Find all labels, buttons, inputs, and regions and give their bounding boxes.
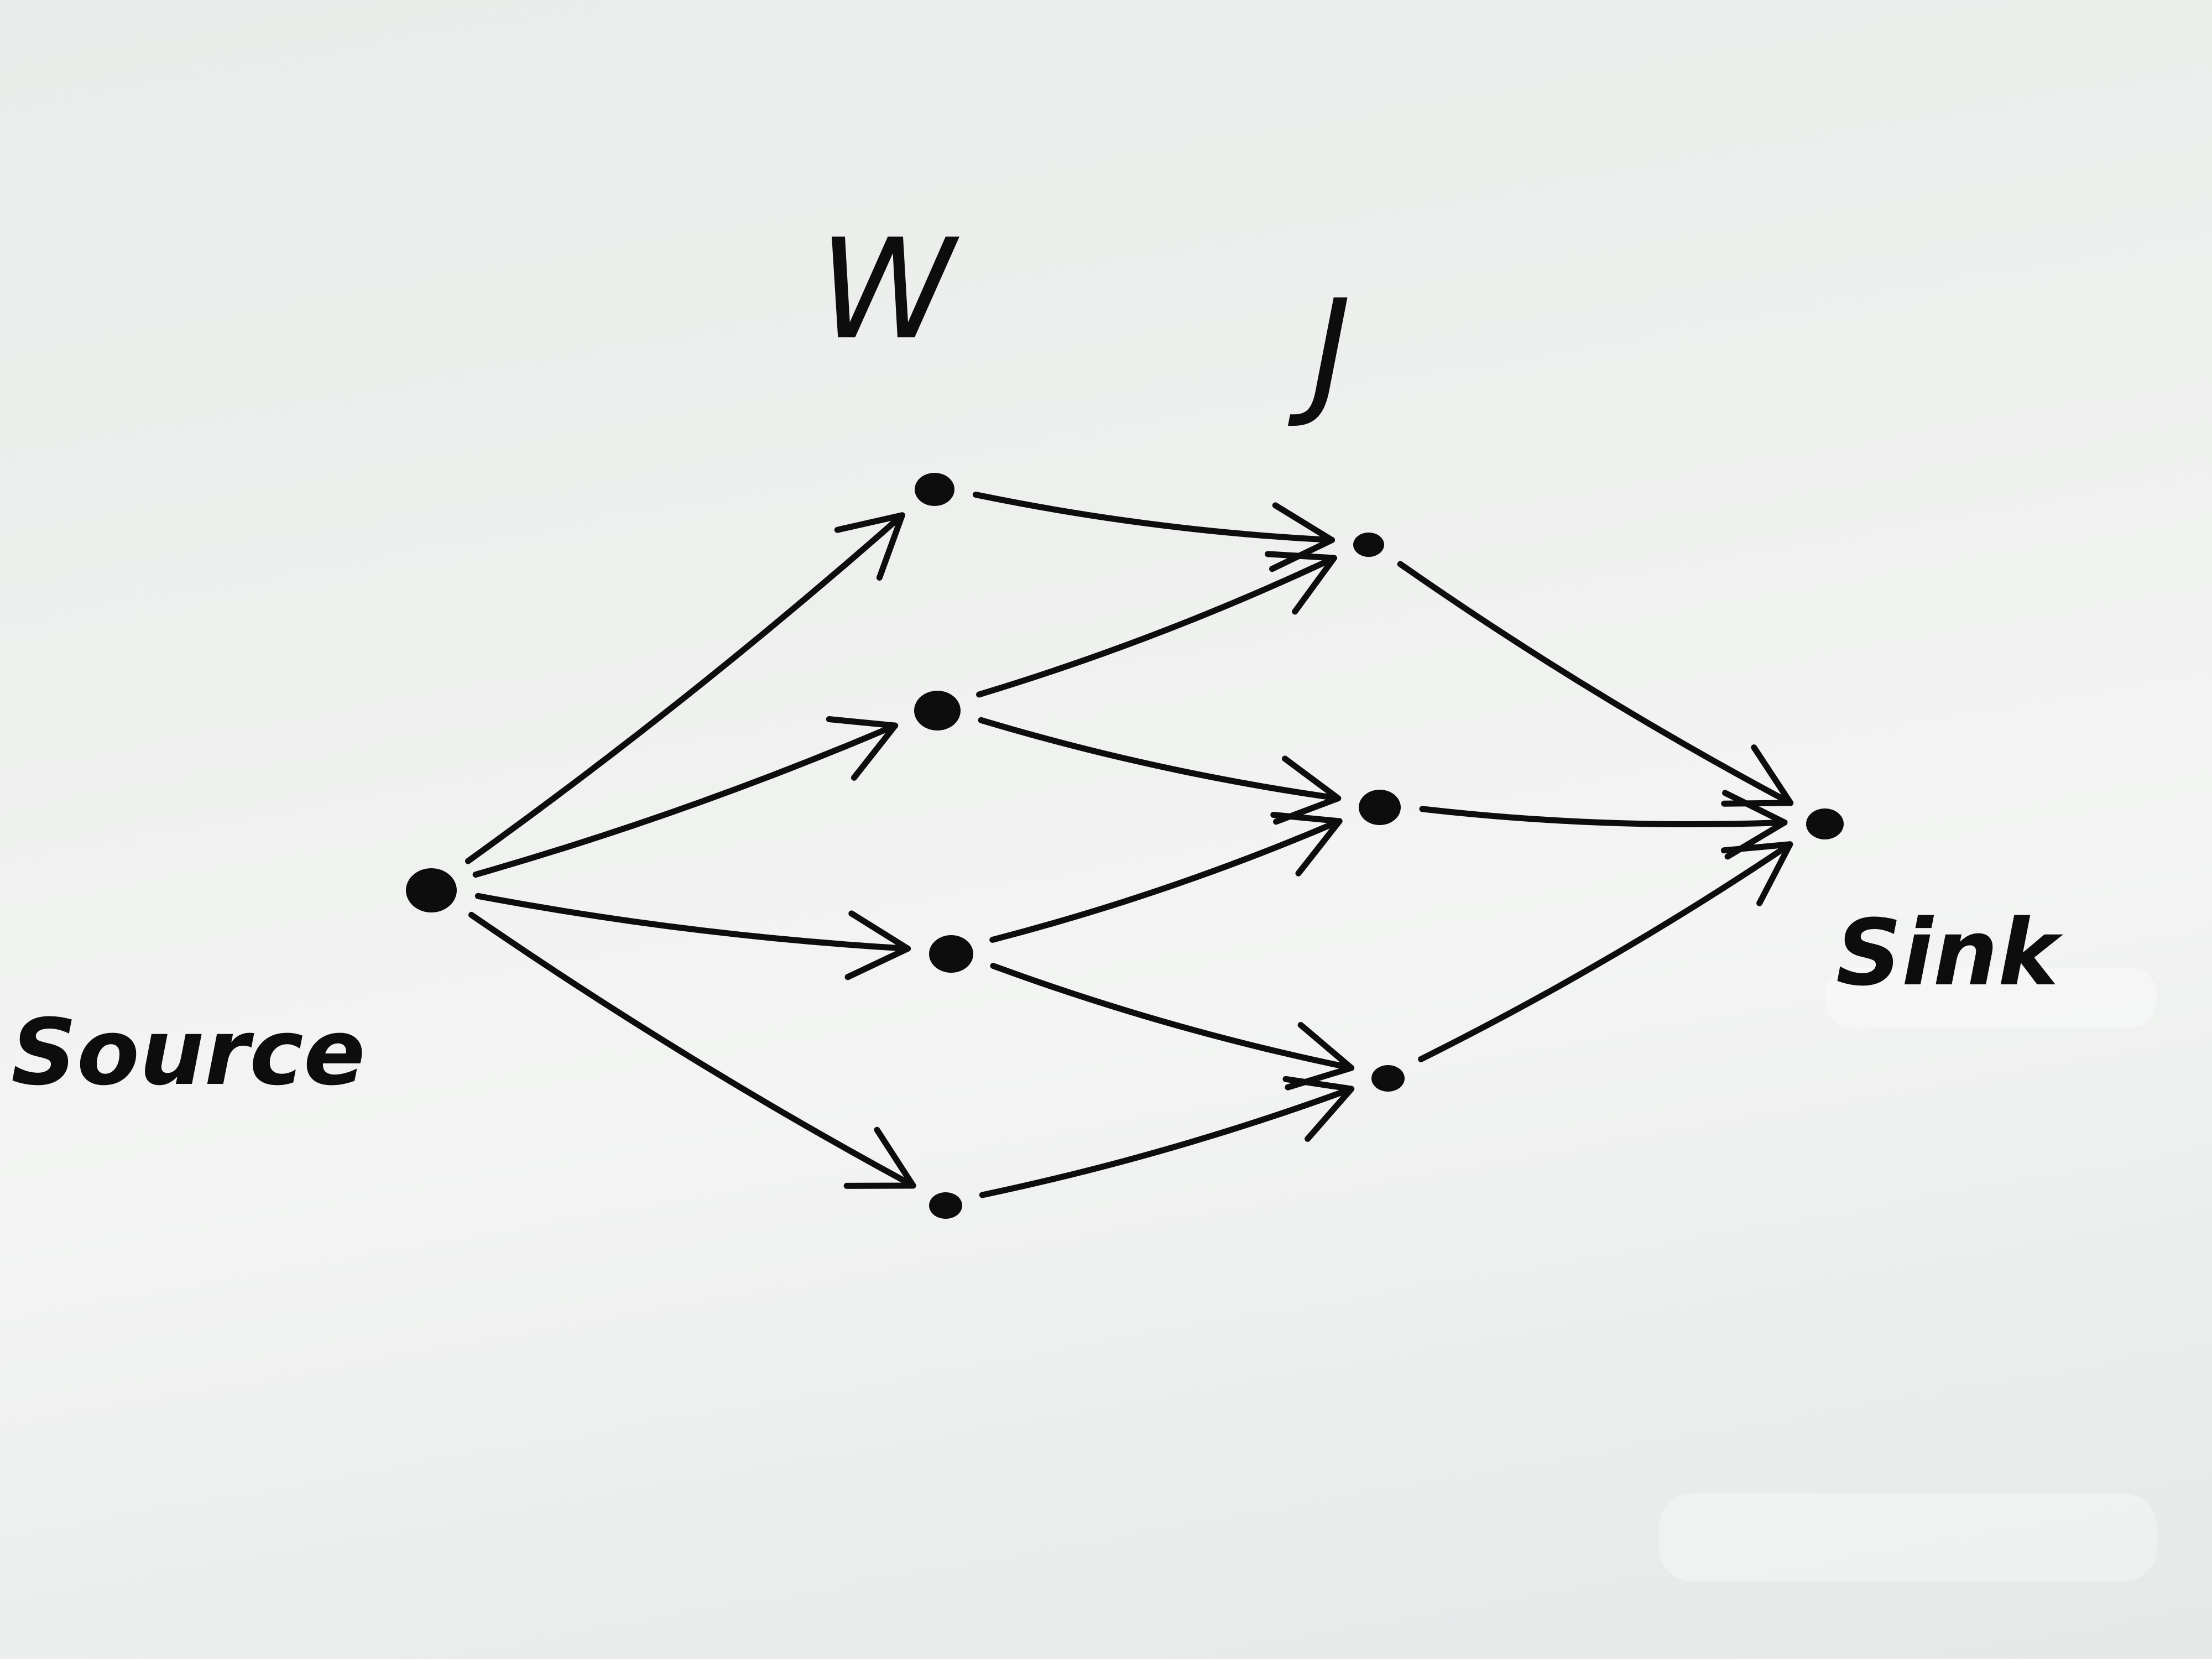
edge-source-to-w1 [465, 512, 905, 864]
edge-w3-to-j3 [990, 963, 1355, 1091]
sink-label: Sink [1836, 900, 2064, 1006]
node-source [406, 868, 457, 912]
edge-line [465, 512, 905, 864]
edge-line [1418, 841, 1793, 1062]
edge-w4-to-j3 [979, 1076, 1355, 1198]
edge-source-to-w2 [472, 716, 899, 878]
node-j1 [1353, 533, 1384, 557]
edges-layer [465, 491, 1794, 1198]
node-sink [1806, 808, 1844, 839]
edge-w3-to-j2 [989, 812, 1343, 943]
edge-line [474, 893, 911, 952]
edge-j1-to-sink [1397, 561, 1794, 807]
arrowhead [1722, 790, 1788, 860]
arrowhead [844, 910, 911, 980]
board-reflection [1659, 1493, 2157, 1582]
node-w2 [914, 691, 961, 731]
edge-line [990, 963, 1355, 1071]
edge-w1-to-j1 [972, 491, 1335, 572]
board-reflection [1825, 968, 2157, 1029]
edge-line [972, 491, 1335, 544]
arrowhead [1720, 841, 1793, 906]
node-w1 [915, 473, 954, 506]
edge-source-to-w4 [468, 911, 916, 1189]
jobs-column-label: J [1287, 270, 1352, 431]
edge-line [1397, 561, 1794, 806]
edge-j3-to-sink [1418, 841, 1793, 1062]
edge-source-to-w3 [474, 893, 911, 980]
edge-line [989, 818, 1343, 943]
arrowhead [843, 1126, 916, 1189]
edge-line [468, 911, 916, 1189]
edge-j2-to-sink [1419, 790, 1788, 860]
edge-line [976, 555, 1337, 698]
workers-column-label: W [818, 209, 959, 370]
arrowhead [1269, 502, 1335, 572]
node-w3 [929, 935, 973, 973]
arrowhead [826, 716, 899, 781]
node-j2 [1359, 790, 1401, 825]
arrowhead [1282, 1076, 1355, 1142]
arrowhead [1265, 551, 1337, 615]
edge-line [1419, 806, 1788, 828]
nodes-layer [406, 473, 1844, 1219]
edge-w2-to-j2 [978, 717, 1342, 825]
arrowhead [1270, 812, 1343, 877]
arrowhead [834, 512, 905, 581]
arrowhead [1272, 755, 1342, 825]
edge-w2-to-j1 [976, 551, 1337, 698]
edge-line [472, 722, 899, 878]
source-label: Source [11, 999, 366, 1105]
node-w4 [929, 1192, 962, 1219]
edge-line [979, 1086, 1355, 1198]
edge-line [978, 717, 1342, 802]
node-j3 [1371, 1065, 1405, 1092]
